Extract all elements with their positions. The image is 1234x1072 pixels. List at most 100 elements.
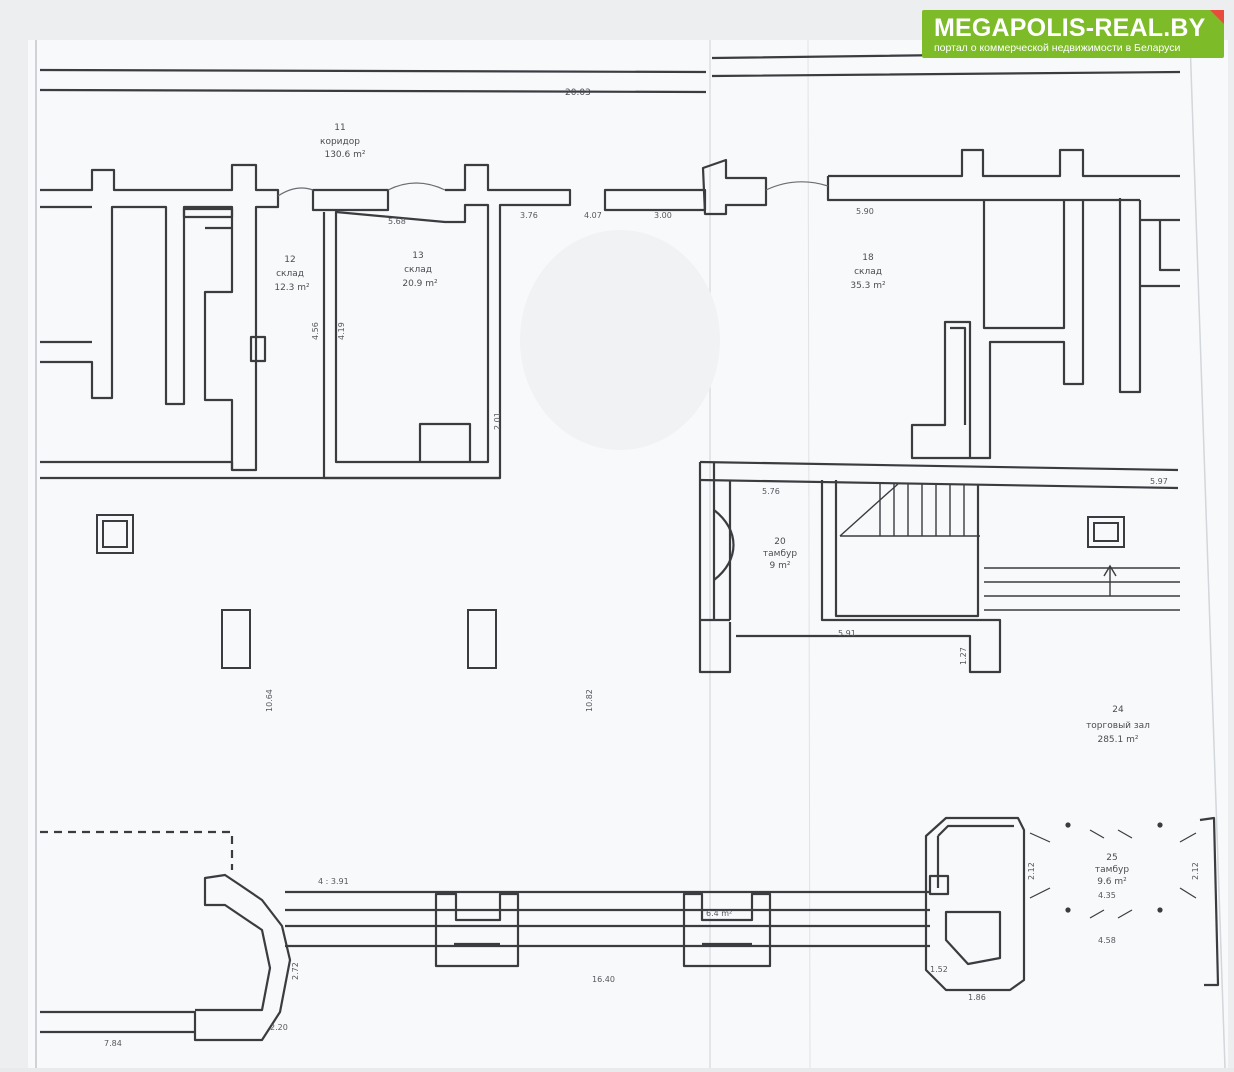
wall-right-edge bbox=[1118, 198, 1180, 394]
logo-corner-flag bbox=[1210, 10, 1224, 24]
paper-sheet bbox=[28, 40, 1228, 1068]
room-18-name: склад bbox=[854, 267, 882, 277]
dim-576: 5.76 bbox=[762, 487, 780, 496]
dim-591: 5.91 bbox=[838, 629, 856, 638]
dim-458: 4.58 bbox=[1098, 936, 1116, 945]
room-25-area: 9.6 m² bbox=[1097, 877, 1127, 887]
dim-212: 2.12 bbox=[1027, 862, 1036, 880]
dim-201: 2.01 bbox=[493, 412, 502, 430]
dim-212b: 2.12 bbox=[1191, 862, 1200, 880]
facade-tower bbox=[924, 816, 1026, 992]
room-13-name: склад bbox=[404, 265, 432, 275]
walls bbox=[39, 50, 1181, 674]
ramp-arrow bbox=[1103, 564, 1117, 596]
wall-vestibule-20 bbox=[698, 462, 1002, 674]
vent-right bbox=[1087, 516, 1125, 548]
dim-376: 3.76 bbox=[520, 211, 538, 220]
marker bbox=[1065, 822, 1071, 828]
dim-568: 5.68 bbox=[388, 217, 406, 226]
dim-1082: 10.82 bbox=[585, 689, 594, 712]
dim-391: 4 : 3.91 bbox=[318, 877, 349, 886]
door-arc-3 bbox=[765, 181, 829, 191]
marker bbox=[1157, 822, 1163, 828]
dim-186: 1.86 bbox=[968, 993, 986, 1002]
room-18-area: 35.3 m² bbox=[850, 281, 886, 291]
marker bbox=[1065, 907, 1071, 913]
wall-room-13-corner bbox=[418, 422, 472, 462]
dim-419: 4.19 bbox=[337, 322, 346, 340]
dim-220: 2.20 bbox=[270, 1023, 288, 1032]
vestibule-25-markers bbox=[1029, 822, 1197, 919]
dim-127: 1.27 bbox=[959, 647, 968, 665]
vent-right-inner bbox=[1093, 522, 1119, 542]
dimension-labels: 5.68 3.76 4.07 3.00 5.90 4.56 4.19 5.76 … bbox=[104, 207, 1200, 1048]
facade-right-edge bbox=[1199, 816, 1220, 987]
plan-labels: 20.03 11 коридор 130.6 m² 12 склад 12.3 … bbox=[274, 88, 1150, 887]
dim-456: 4.56 bbox=[311, 322, 320, 340]
room-20-area: 9 m² bbox=[770, 561, 791, 571]
wall-stub-2 bbox=[950, 326, 967, 425]
room-11-number: 11 bbox=[334, 123, 345, 133]
dim-784: 7.84 bbox=[104, 1039, 122, 1048]
room-25-name: тамбур bbox=[1095, 865, 1129, 875]
room-24-number: 24 bbox=[1112, 705, 1124, 715]
wall-left-block bbox=[40, 163, 280, 472]
room-20-name: тамбур bbox=[763, 549, 797, 559]
room-24-area: 285.1 m² bbox=[1097, 735, 1138, 745]
room-20-number: 20 bbox=[774, 537, 786, 547]
stairs bbox=[839, 483, 1180, 611]
vent-left-inner bbox=[102, 520, 128, 548]
dim-590: 5.90 bbox=[856, 207, 874, 216]
room-12-number: 12 bbox=[284, 255, 295, 265]
paper-edge-right bbox=[1189, 39, 1226, 1069]
room-11-area: 130.6 m² bbox=[324, 150, 365, 160]
ramp-steps bbox=[984, 567, 1180, 611]
door-arc-1 bbox=[277, 187, 314, 197]
marker-rays bbox=[1029, 829, 1197, 919]
room-18-number: 18 bbox=[862, 253, 874, 263]
wall-beam-left bbox=[182, 207, 234, 219]
site-logo-tagline: портал о коммерческой недвижимости в Бел… bbox=[934, 42, 1181, 54]
dim-407: 4.07 bbox=[584, 211, 602, 220]
dim-597: 5.97 bbox=[1150, 477, 1168, 486]
dim-300: 3.00 bbox=[654, 211, 672, 220]
columns bbox=[96, 514, 1125, 669]
facade-corner bbox=[40, 873, 292, 1042]
column-2 bbox=[467, 609, 497, 669]
paper-fold-2 bbox=[807, 39, 811, 1069]
door-arc-2 bbox=[387, 182, 446, 191]
facade-pier-1 bbox=[434, 892, 520, 968]
smudge-area bbox=[520, 230, 720, 450]
wall-pier-3 bbox=[701, 158, 768, 216]
facade-tower-inner bbox=[936, 824, 1014, 966]
wall-room-18 bbox=[826, 148, 1180, 460]
dim-152: 1.52 bbox=[930, 965, 948, 974]
dim-1064: 10.64 bbox=[265, 689, 274, 712]
facade-dashed bbox=[40, 830, 234, 870]
stair-treads bbox=[879, 484, 965, 536]
door-swing-20 bbox=[713, 509, 735, 581]
dim-272: 2.72 bbox=[291, 962, 300, 980]
room-12-area: 12.3 m² bbox=[274, 283, 310, 293]
room-11-name: коридор bbox=[320, 137, 360, 147]
room-25-number: 25 bbox=[1106, 853, 1117, 863]
room-12-name: склад bbox=[276, 269, 304, 279]
dim-435: 4.35 bbox=[1098, 891, 1116, 900]
vent-left bbox=[96, 514, 134, 554]
site-logo-name: MEGAPOLIS-REAL.BY bbox=[934, 14, 1206, 42]
dim-64: 6.4 m² bbox=[706, 909, 732, 918]
room-13-area: 20.9 m² bbox=[402, 279, 438, 289]
column-1 bbox=[221, 609, 251, 669]
facade bbox=[40, 816, 1220, 1042]
dim-1640: 16.40 bbox=[592, 975, 615, 984]
doors bbox=[277, 181, 829, 197]
facade-window-bands bbox=[285, 890, 930, 948]
top-border-left bbox=[39, 68, 707, 94]
wall-main-horizontal bbox=[40, 460, 1179, 490]
facade-pier-2 bbox=[682, 892, 772, 968]
site-logo-badge: MEGAPOLIS-REAL.BY портал о коммерческой … bbox=[922, 10, 1224, 58]
wall-pier-1 bbox=[311, 188, 390, 212]
room-13-number: 13 bbox=[412, 251, 423, 261]
